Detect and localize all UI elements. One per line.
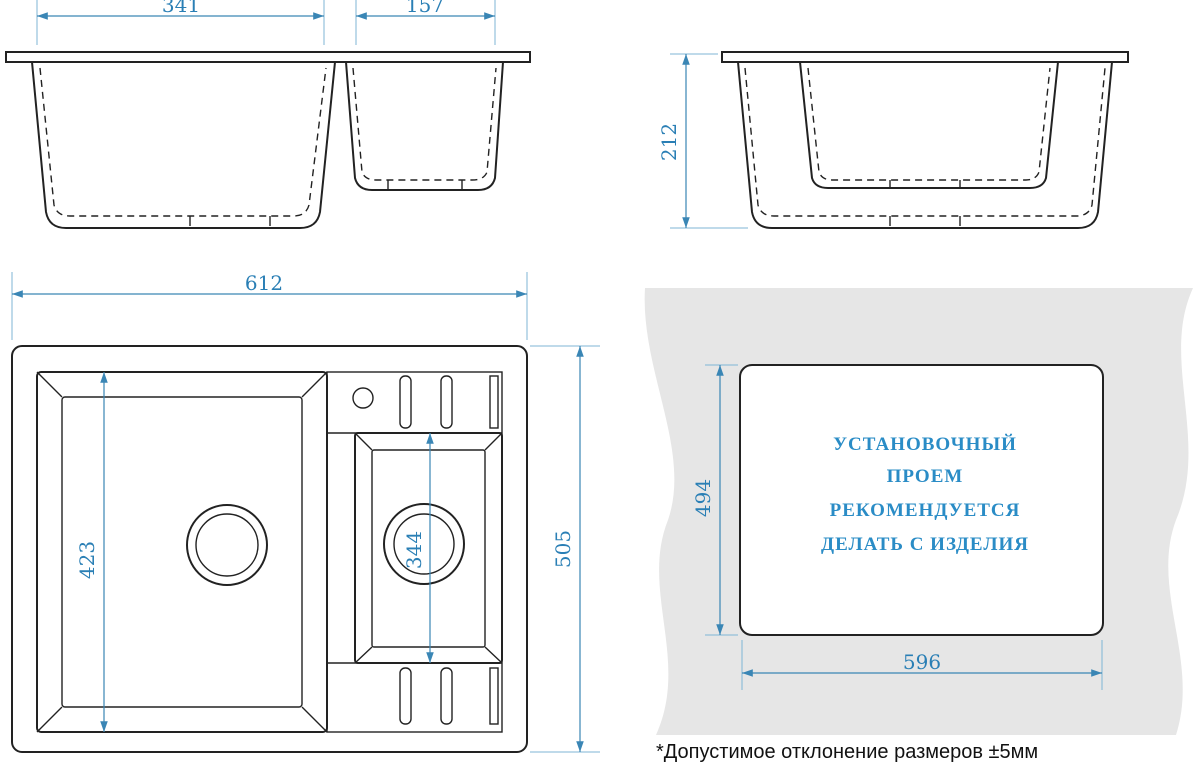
dimension-341: 341: [36, 0, 325, 45]
small-bowl-drain: [383, 503, 465, 585]
dim-label-423: 423: [75, 541, 99, 579]
dim-label-505: 505: [551, 530, 575, 568]
dimension-157: 157: [355, 0, 496, 45]
dim-label-612: 612: [245, 271, 283, 295]
dimension-494: 494: [691, 364, 738, 636]
plan-view: [11, 345, 528, 753]
side-elevation-view: [721, 51, 1129, 229]
dimension-612: 612: [11, 271, 528, 340]
dimension-505: 505: [530, 345, 600, 753]
dimension-423: 423: [75, 372, 108, 732]
cutout-note-line1: УСТАНОВОЧНЫЙ: [833, 433, 1017, 455]
tap-hole: [352, 387, 374, 409]
dimension-596: 596: [741, 640, 1103, 690]
large-bowl-drain: [186, 504, 268, 586]
countertop-cutout-view: УСТАНОВОЧНЫЙ ПРОЕМ РЕКОМЕНДУЕТСЯ ДЕЛАТЬ …: [644, 288, 1193, 735]
dimension-212: 212: [657, 53, 748, 229]
front-elevation-view: [5, 51, 531, 229]
dim-label-344: 344: [402, 531, 426, 569]
tolerance-footnote: *Допустимое отклонение размеров ±5мм: [656, 741, 1038, 763]
cutout-opening: [739, 364, 1104, 636]
dim-label-494: 494: [691, 479, 715, 517]
dimension-344: 344: [402, 433, 434, 663]
dim-label-157: 157: [406, 0, 444, 17]
cutout-note-line3: РЕКОМЕНДУЕТСЯ: [830, 500, 1021, 521]
dim-label-212: 212: [657, 123, 681, 161]
cutout-note-line2: ПРОЕМ: [887, 466, 964, 487]
dim-label-341: 341: [162, 0, 200, 17]
cutout-note-line4: ДЕЛАТЬ С ИЗДЕЛИЯ: [821, 534, 1029, 555]
dim-label-596: 596: [903, 650, 941, 674]
